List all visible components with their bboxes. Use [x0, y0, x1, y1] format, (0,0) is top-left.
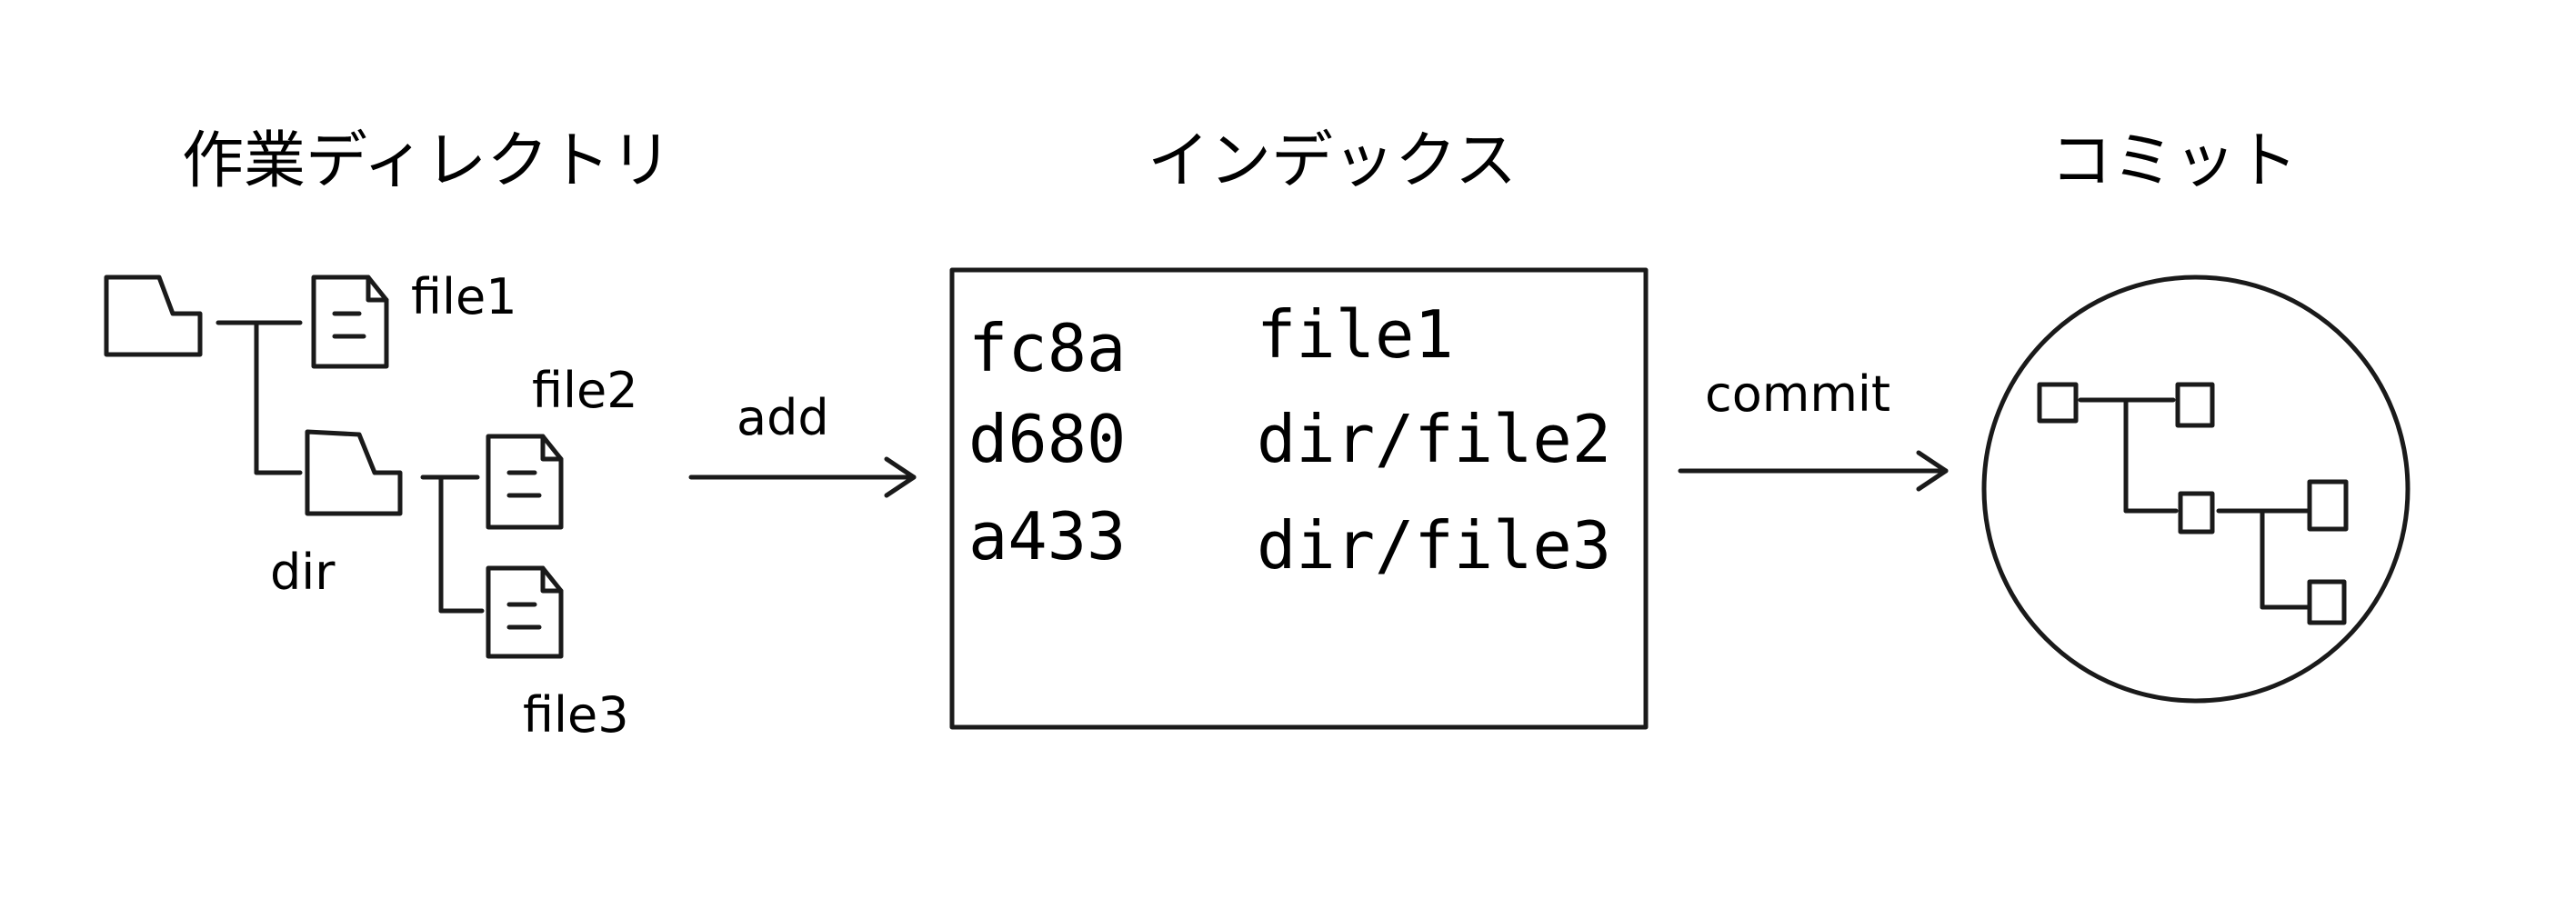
blob-object-icon-3 [2307, 579, 2347, 625]
index-table: fc8a file1 d680 dir/file2 a433 dir/file3 [968, 296, 1611, 584]
index-hash-3: a433 [968, 498, 1126, 574]
add-label: add [737, 389, 829, 446]
index-box [949, 267, 1649, 730]
index-hash-1: fc8a [968, 310, 1126, 386]
file2-label: file2 [532, 362, 638, 419]
tree-object-icon-2 [2178, 491, 2215, 534]
index-path-1: file1 [1257, 296, 1454, 373]
add-arrow [688, 456, 917, 498]
blob-object-icon [2175, 382, 2215, 428]
commit-object-tree [2037, 382, 2349, 625]
heading-working-directory: 作業ディレクトリ [182, 125, 672, 197]
root-folder-icon [104, 275, 203, 357]
heading-commit: コミット [2050, 125, 2298, 197]
index-path-2: dir/file2 [1257, 401, 1611, 477]
commit-arrow [1678, 450, 1949, 492]
blob-object-icon-2 [2307, 479, 2349, 532]
working-directory-tree: file1 dir file2 file3 [104, 268, 638, 744]
tree-object-icon [2037, 382, 2079, 424]
index-hash-2: d680 [968, 401, 1126, 477]
file3-label: file3 [523, 686, 629, 744]
commit-circle [1981, 275, 2411, 704]
heading-index: インデックス [1148, 125, 1517, 197]
commit-label: commit [1705, 365, 1890, 423]
dir-label: dir [270, 544, 336, 601]
file3-icon [486, 565, 564, 659]
index-path-3: dir/file3 [1257, 507, 1611, 584]
dir-folder-icon [305, 429, 403, 516]
file2-icon [486, 434, 564, 530]
file1-label: file1 [411, 268, 517, 325]
file1-icon [311, 275, 389, 369]
